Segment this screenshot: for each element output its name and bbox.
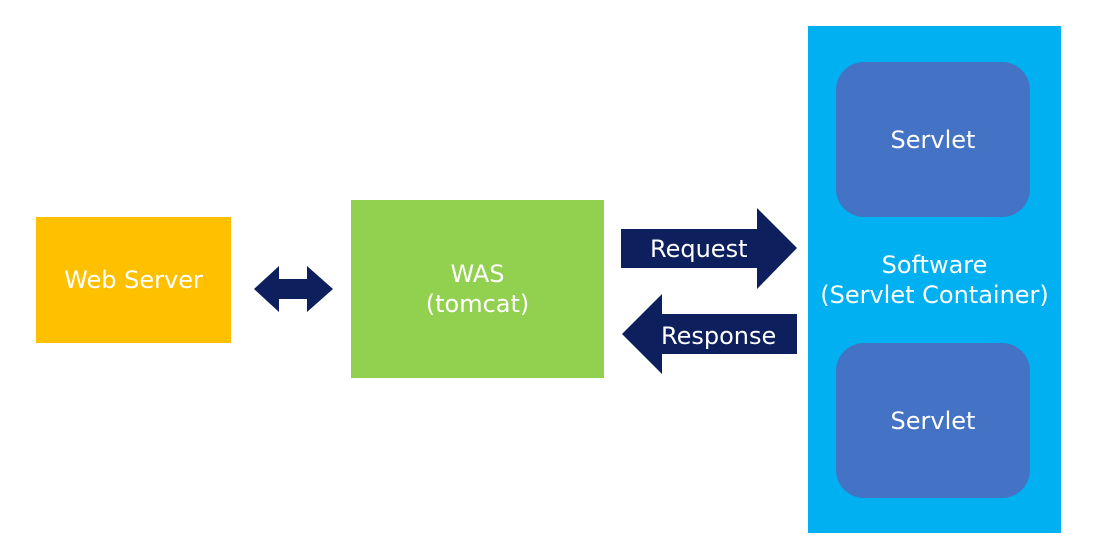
was-box: WAS (tomcat)	[351, 200, 604, 378]
container-sublabel: (Servlet Container)	[820, 280, 1049, 309]
servlet-box-bottom: Servlet	[836, 343, 1030, 498]
web-server-box: Web Server	[36, 217, 231, 343]
was-label: WAS	[450, 260, 505, 288]
servlet-label: Servlet	[890, 125, 976, 154]
web-server-label: Web Server	[64, 266, 203, 294]
servlet-box-top: Servlet	[836, 62, 1030, 217]
request-label: Request	[650, 235, 748, 263]
servlet-label: Servlet	[890, 406, 976, 435]
bidirectional-arrow	[254, 266, 333, 312]
was-sublabel: (tomcat)	[425, 290, 530, 318]
container-label: Software	[881, 250, 988, 279]
response-label: Response	[661, 322, 777, 350]
